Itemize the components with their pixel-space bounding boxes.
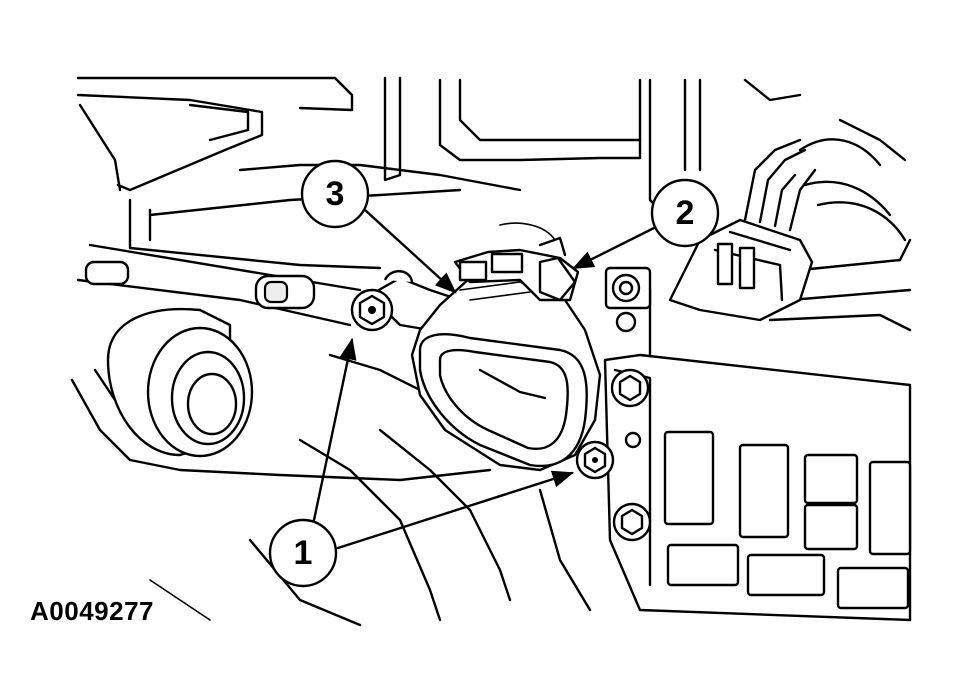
bolt-panel-upper — [610, 368, 650, 408]
callout-2-label: 2 — [676, 194, 695, 232]
mounting-bolts — [350, 288, 652, 542]
actuator-motor — [410, 268, 602, 472]
figure-identifier: A0049277 — [30, 596, 154, 626]
electrical-connector — [453, 222, 580, 302]
callout-3-label: 3 — [326, 175, 345, 213]
callout-1: 1 — [268, 518, 338, 588]
panel-slot — [84, 260, 316, 310]
bolt-lower — [575, 440, 615, 480]
callout-3: 3 — [300, 159, 370, 229]
bolt-panel-lower — [612, 502, 652, 542]
square-fastener — [604, 266, 652, 333]
callout-1-label: 1 — [294, 534, 313, 572]
junction-panel — [603, 353, 912, 622]
round-air-vent — [106, 307, 254, 458]
leader-lines — [312, 208, 662, 550]
wiring-harness — [668, 138, 907, 322]
callout-2: 2 — [650, 178, 720, 248]
bolt-upper-left — [350, 288, 394, 332]
